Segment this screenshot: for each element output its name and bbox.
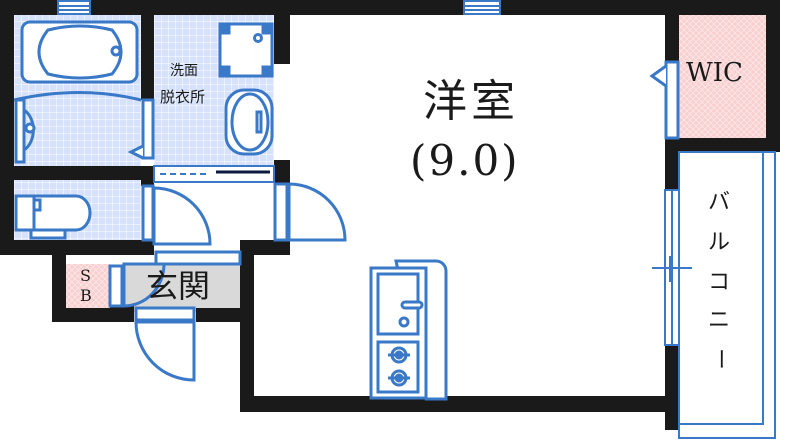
toilet — [14, 194, 92, 240]
wash-basin — [224, 88, 274, 156]
windows — [57, 0, 692, 346]
washroom-label-2: 脱衣所 — [160, 88, 206, 106]
washroom-door — [153, 165, 275, 183]
walls — [0, 0, 780, 430]
balcony-char-5: ー — [707, 348, 732, 370]
washroom-label-1: 洗面 — [170, 63, 198, 79]
kitchen-unit — [369, 259, 448, 401]
shoe-box-label-s: S — [80, 266, 91, 285]
room-name-western: 洋室 — [423, 76, 519, 127]
balcony-char-4: ニ — [708, 308, 731, 333]
doors — [108, 182, 347, 382]
balcony-char-2: ル — [708, 230, 731, 255]
shoe-box-floor — [66, 264, 110, 312]
shoe-box-label-b: B — [80, 286, 92, 305]
entrance-label: 玄関 — [146, 267, 211, 305]
washing-machine — [218, 22, 274, 78]
room-size-western: (9.0) — [410, 136, 520, 185]
balcony-char-3: コ — [708, 270, 731, 295]
entrance-floor — [122, 264, 240, 312]
wic-label: WIC — [686, 58, 743, 88]
balcony-outline — [678, 151, 776, 439]
balcony-char-1: バ — [708, 190, 731, 215]
wic-floor — [678, 15, 766, 138]
wic-door — [649, 60, 680, 140]
bathtub — [13, 20, 155, 164]
